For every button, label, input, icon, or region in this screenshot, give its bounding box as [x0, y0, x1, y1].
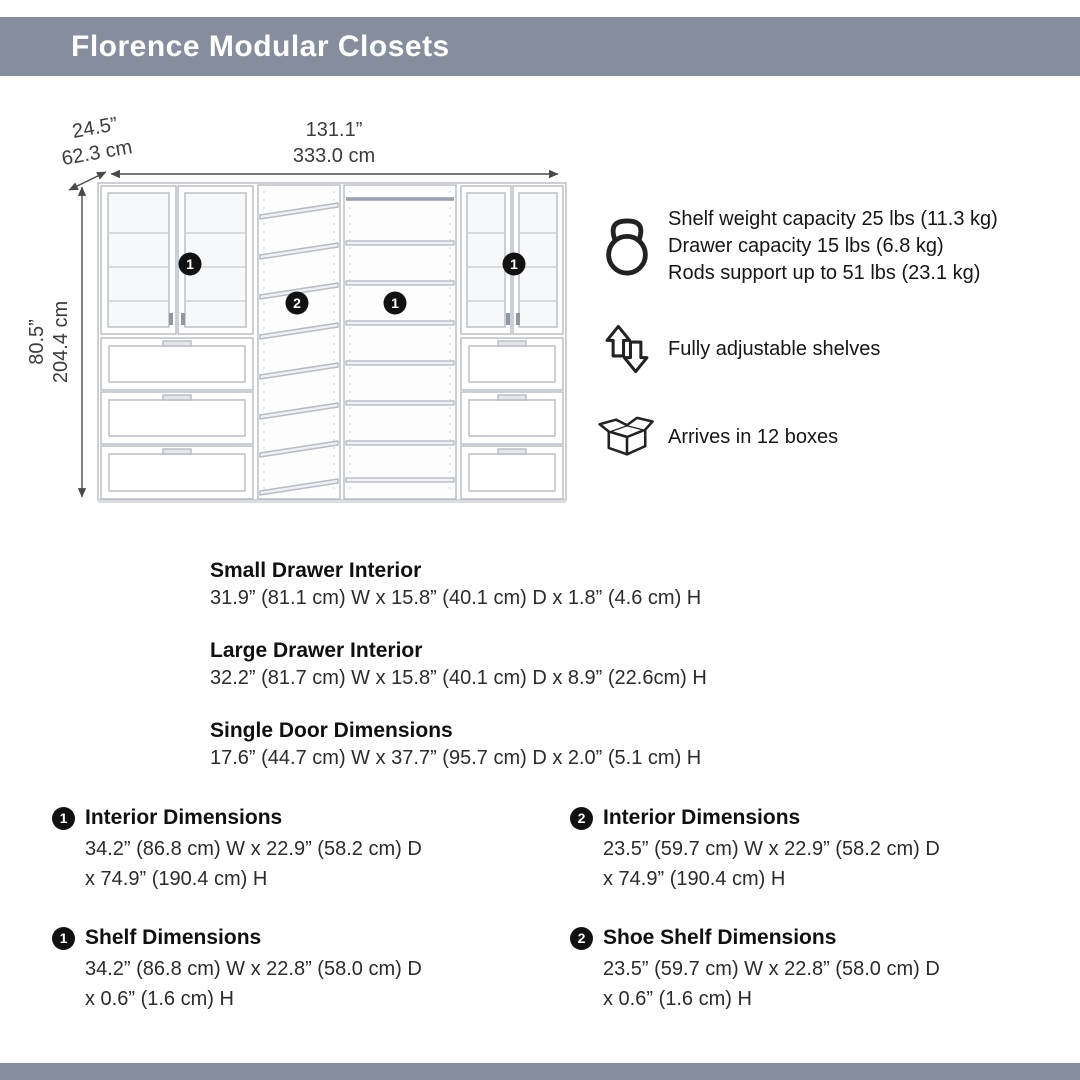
spec-title: Interior Dimensions [85, 806, 283, 829]
drawer-handle [497, 448, 527, 455]
width-dimension: 131.1” 333.0 cm [110, 119, 559, 179]
badge-1-left [178, 252, 202, 276]
spec-line: 34.2” (86.8 cm) W x 22.9” (58.2 cm) D [85, 838, 422, 860]
svg-text:1: 1 [186, 256, 194, 272]
drawer-handle [162, 448, 192, 455]
drawer-handle [497, 394, 527, 401]
badge-1-right [502, 252, 526, 276]
width-cm-label: 333.0 cm [293, 145, 375, 167]
badge-2: 2 [570, 926, 593, 950]
closet-illustration [97, 182, 567, 503]
center-shelf-unit [343, 184, 457, 500]
shelf-capacity-line: Shelf weight capacity 25 lbs (11.3 kg) [668, 208, 998, 230]
spec-title: Small Drawer Interior [210, 559, 422, 582]
svg-text:1: 1 [510, 256, 518, 272]
spec-line: x 0.6” (1.6 cm) H [603, 988, 752, 1010]
depth-cm-label: 62.3 cm [60, 136, 134, 170]
header-banner: Florence Modular Closets [0, 17, 1080, 76]
door-handle [181, 313, 185, 325]
feature-weight-capacity: Shelf weight capacity 25 lbs (11.3 kg) D… [594, 206, 1074, 287]
kettlebell-icon [594, 216, 660, 278]
spec-shelf-dimensions-1: 1 Shelf Dimensions 34.2” (86.8 cm) W x 2… [52, 926, 570, 1014]
weight-capacity-text: Shelf weight capacity 25 lbs (11.3 kg) D… [668, 206, 998, 287]
svg-text:1: 1 [391, 295, 399, 311]
boxes-text: Arrives in 12 boxes [668, 425, 839, 448]
drawer-capacity-line: Drawer capacity 15 lbs (6.8 kg) [668, 235, 944, 257]
feature-list: Shelf weight capacity 25 lbs (11.3 kg) D… [594, 206, 1074, 499]
feature-boxes: Arrives in 12 boxes [594, 411, 1074, 463]
rod-capacity-line: Rods support up to 51 lbs (23.1 kg) [668, 262, 981, 284]
spec-line: x 0.6” (1.6 cm) H [85, 988, 234, 1010]
numbered-specs-grid: 1 Interior Dimensions 34.2” (86.8 cm) W … [52, 806, 1080, 1014]
spec-line: x 74.9” (190.4 cm) H [603, 868, 786, 890]
door-handle [169, 313, 173, 325]
feature-adjustable-shelves: Fully adjustable shelves [594, 323, 1074, 375]
spec-text: 31.9” (81.1 cm) W x 15.8” (40.1 cm) D x … [210, 587, 702, 609]
door-handle [506, 313, 510, 325]
depth-dimension: 24.5” 62.3 cm [60, 113, 134, 191]
spec-title: Single Door Dimensions [210, 719, 453, 742]
spec-title: Shelf Dimensions [85, 926, 262, 949]
spec-line: x 74.9” (190.4 cm) H [85, 868, 268, 890]
diagram-badges: 1 2 1 1 [178, 252, 526, 315]
open-box-icon [594, 411, 660, 463]
badge-2-shoe [285, 291, 309, 315]
spec-shoe-shelf-dimensions-2: 2 Shoe Shelf Dimensions 23.5” (59.7 cm) … [570, 926, 1080, 1014]
spec-small-drawer: Small Drawer Interior 31.9” (81.1 cm) W … [210, 556, 707, 612]
door-handle [516, 313, 520, 325]
footer-bar [0, 1063, 1080, 1080]
spec-title: Large Drawer Interior [210, 639, 423, 662]
spec-line: 23.5” (59.7 cm) W x 22.9” (58.2 cm) D [603, 838, 940, 860]
page-title: Florence Modular Closets [71, 29, 450, 63]
right-drawers [460, 337, 564, 500]
spec-line: 23.5” (59.7 cm) W x 22.8” (58.0 cm) D [603, 958, 940, 980]
spec-title: Interior Dimensions [603, 806, 801, 829]
shoe-shelf-unit [257, 184, 341, 500]
height-cm-label: 204.4 cm [50, 301, 72, 383]
spec-text: 32.2” (81.7 cm) W x 15.8” (40.1 cm) D x … [210, 667, 707, 689]
closet-diagram: 131.1” 333.0 cm 24.5” 62.3 cm 80.5” 204.… [26, 113, 567, 503]
spec-single-door: Single Door Dimensions 17.6” (44.7 cm) W… [210, 716, 707, 772]
left-glass-doors [100, 185, 254, 335]
badge-1: 1 [52, 806, 75, 830]
spec-title: Shoe Shelf Dimensions [603, 926, 837, 949]
component-dimensions: Small Drawer Interior 31.9” (81.1 cm) W … [210, 556, 707, 796]
svg-text:2: 2 [293, 295, 301, 311]
height-inches-label: 80.5” [26, 319, 48, 365]
drawer-handle [497, 340, 527, 347]
spec-interior-dimensions-1: 1 Interior Dimensions 34.2” (86.8 cm) W … [52, 806, 570, 894]
spec-interior-dimensions-2: 2 Interior Dimensions 23.5” (59.7 cm) W … [570, 806, 1080, 894]
spec-text: 17.6” (44.7 cm) W x 37.7” (95.7 cm) D x … [210, 747, 702, 769]
adjustable-shelves-icon [594, 323, 660, 375]
adjustable-shelves-text: Fully adjustable shelves [668, 337, 881, 360]
drawer-handle [162, 394, 192, 401]
badge-2: 2 [570, 806, 593, 830]
badge-1-center [383, 291, 407, 315]
left-drawers [100, 337, 254, 500]
badge-1: 1 [52, 926, 75, 950]
drawer-handle [162, 340, 192, 347]
closet-base [98, 500, 566, 503]
height-dimension: 80.5” 204.4 cm [26, 186, 87, 498]
width-inches-label: 131.1” [306, 119, 363, 141]
spec-large-drawer: Large Drawer Interior 32.2” (81.7 cm) W … [210, 636, 707, 692]
spec-line: 34.2” (86.8 cm) W x 22.8” (58.0 cm) D [85, 958, 422, 980]
